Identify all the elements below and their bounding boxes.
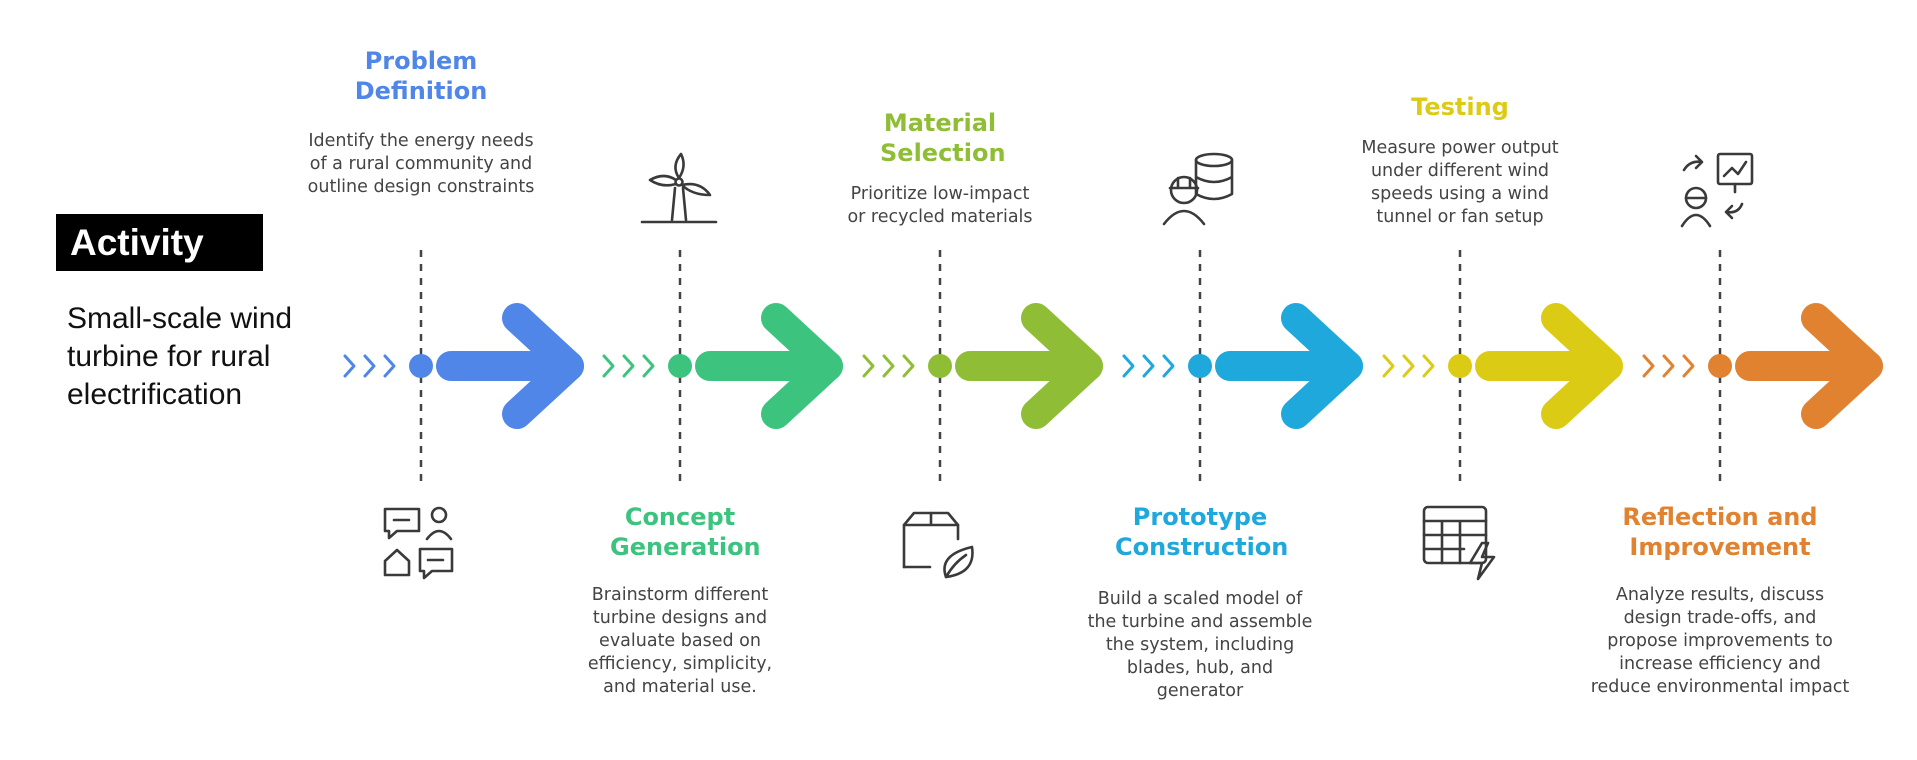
arrow-head-icon [1021, 303, 1103, 429]
arrow-head-icon [1281, 303, 1363, 429]
step-testing [1382, 250, 1623, 581]
step-description-concept-generation: Brainstorm different turbine designs and… [587, 585, 773, 697]
arrow-head-icon [502, 303, 584, 429]
chevron-icon [383, 354, 396, 378]
step-prototype-construction [1122, 152, 1363, 488]
step-node [928, 354, 952, 378]
arrow-head-icon [1541, 303, 1623, 429]
step-node [409, 354, 433, 378]
chevron-icon [1142, 354, 1155, 378]
chevron-icon [1422, 354, 1435, 378]
step-description-material-selection: Prioritize low-impact or recycled materi… [847, 184, 1033, 227]
chevron-icon [1382, 354, 1395, 378]
step-title-reflection-and-improvement: Reflection and Improvement [1622, 503, 1818, 561]
step-title-problem-definition: Problem Definition [354, 47, 488, 105]
chevron-icon [363, 354, 376, 378]
chevron-icon [862, 354, 875, 378]
arrow-head-icon [1801, 303, 1883, 429]
step-description-problem-definition: Identify the energy needs of a rural com… [307, 131, 535, 197]
chevron-icon [622, 354, 635, 378]
step-title-material-selection: Material Selection [880, 109, 1006, 167]
chevron-icon [602, 354, 615, 378]
chevron-icon [1662, 354, 1675, 378]
step-title-prototype-construction: Prototype Construction [1115, 503, 1289, 561]
chevron-icon [1122, 354, 1135, 378]
chevron-icon [642, 354, 655, 378]
activity-subtitle: Small-scale wind turbine for rural elect… [67, 302, 293, 411]
chevron-markers [862, 354, 915, 378]
engineer-database-icon [1162, 152, 1234, 226]
step-reflection-and-improvement [1642, 152, 1883, 488]
wind-turbine-icon [640, 152, 718, 224]
chevron-markers [602, 354, 655, 378]
activity-label: Activity [56, 214, 263, 271]
chevron-markers [1382, 354, 1435, 378]
data-table-power-icon [1422, 505, 1496, 581]
step-description-prototype-construction: Build a scaled model of the turbine and … [1087, 589, 1313, 701]
presentation-feedback-icon [1680, 152, 1754, 228]
step-node [1448, 354, 1472, 378]
chevron-icon [1682, 354, 1695, 378]
chevron-markers [1642, 354, 1695, 378]
step-node [1708, 354, 1732, 378]
chevron-icon [1642, 354, 1655, 378]
chevron-icon [902, 354, 915, 378]
step-title-testing: Testing [1411, 93, 1509, 121]
step-problem-definition [343, 250, 584, 580]
arrow-head-icon [761, 303, 843, 429]
chevron-icon [882, 354, 895, 378]
chevron-markers [1122, 354, 1175, 378]
step-description-testing: Measure power output under different win… [1361, 138, 1559, 227]
chevron-icon [343, 354, 356, 378]
step-node [668, 354, 692, 378]
step-material-selection [862, 250, 1103, 579]
step-node [1188, 354, 1212, 378]
step-description-reflection-and-improvement: Analyze results, discuss design trade-of… [1590, 585, 1850, 697]
step-title-concept-generation: Concept Generation [610, 503, 761, 561]
eco-package-icon [902, 511, 974, 579]
community-communication-icon [383, 506, 454, 580]
step-concept-generation [602, 152, 843, 488]
chevron-icon [1162, 354, 1175, 378]
chevron-icon [1402, 354, 1415, 378]
chevron-markers [343, 354, 396, 378]
